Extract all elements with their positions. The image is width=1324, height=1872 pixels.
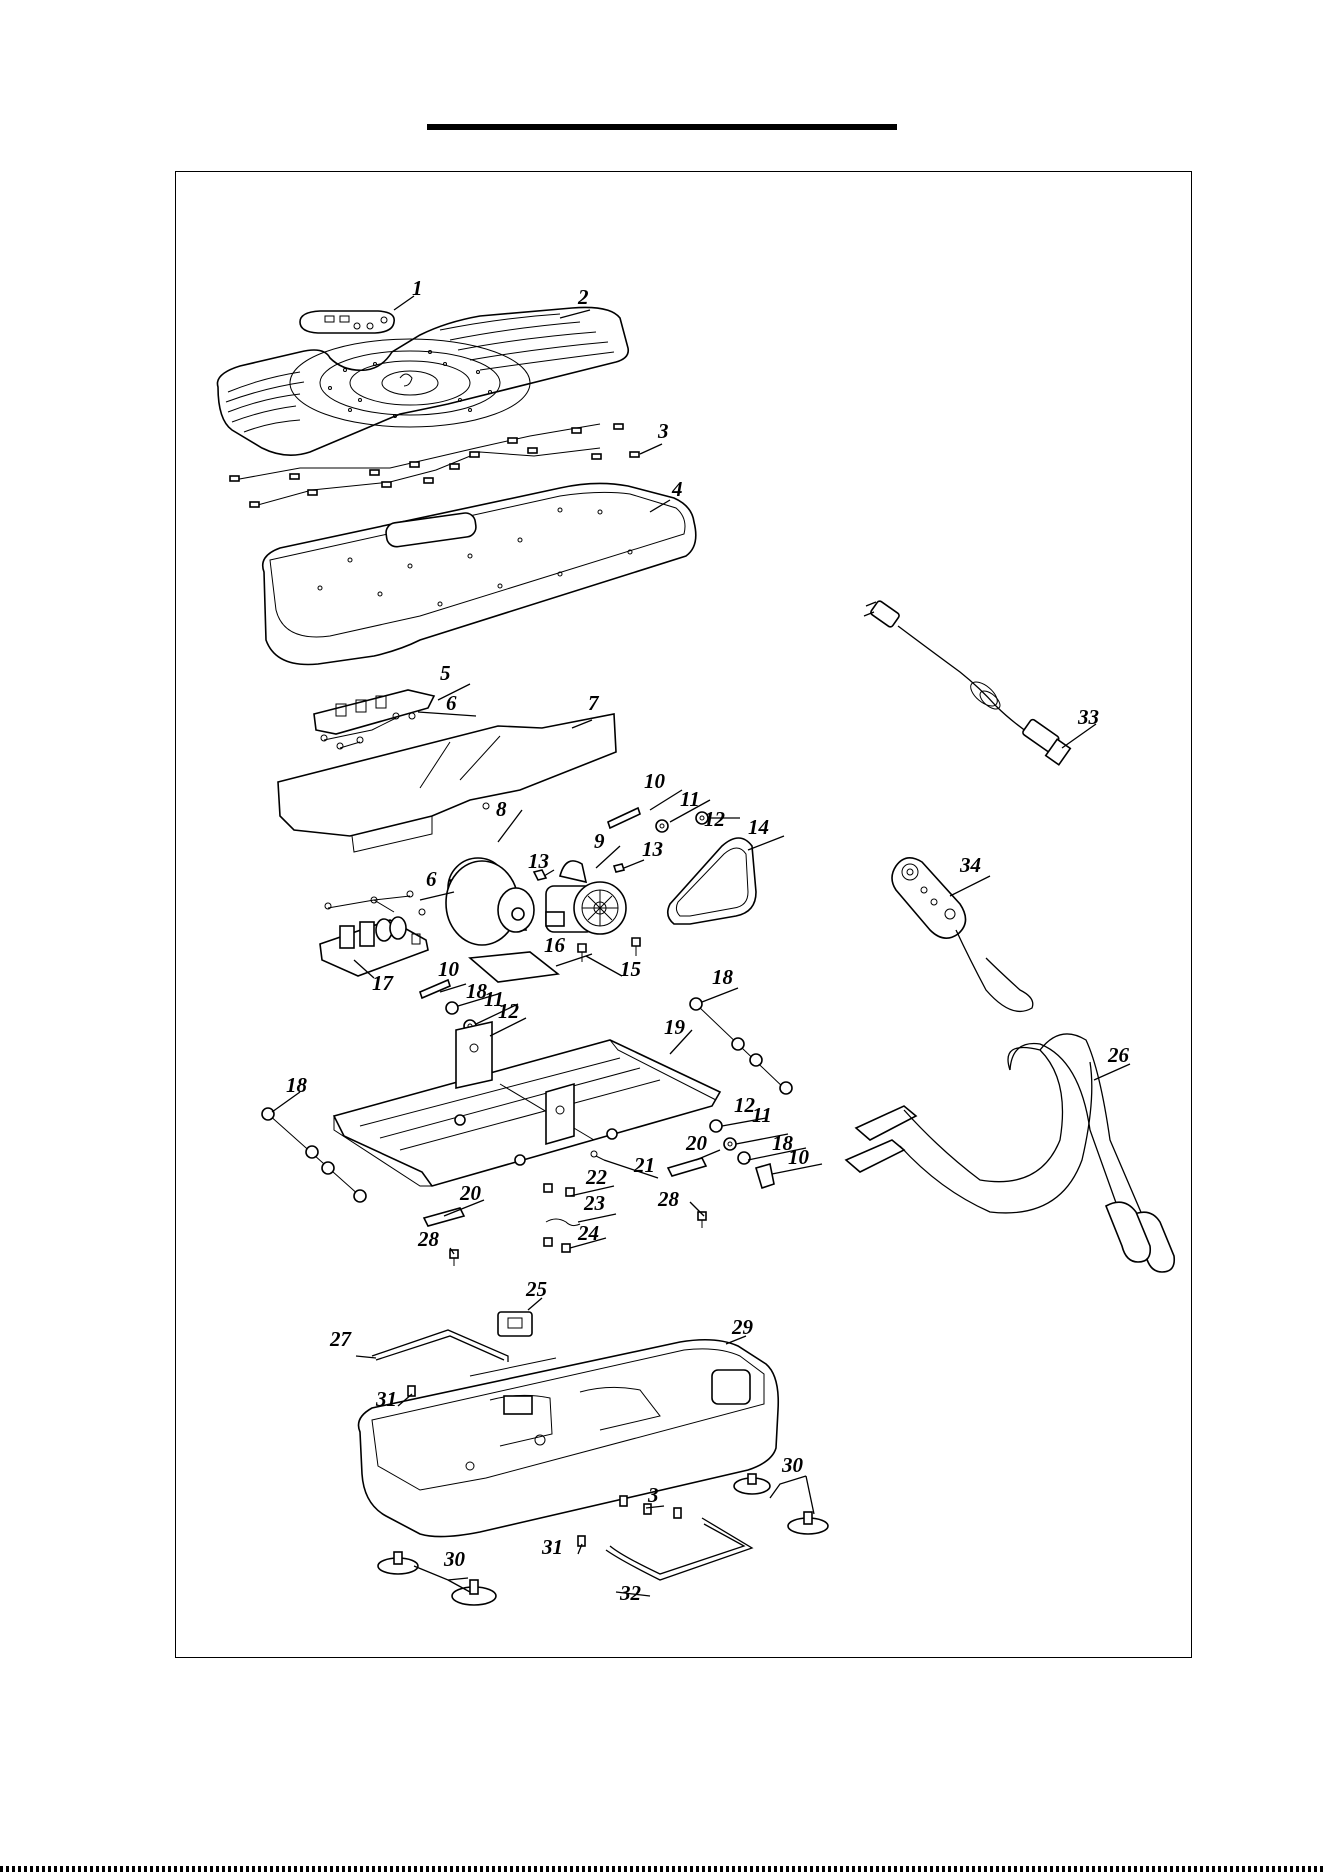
callout-14: 14 xyxy=(748,815,769,839)
callout-21: 21 xyxy=(633,1153,655,1177)
bushing-chain-right xyxy=(690,998,792,1094)
callout-33: 33 xyxy=(1077,705,1099,729)
callout-8: 8 xyxy=(496,797,507,821)
belt-part xyxy=(668,838,756,924)
bracket-part-right xyxy=(668,1158,706,1176)
remote-part xyxy=(892,858,1033,1012)
callout-22: 22 xyxy=(585,1165,608,1189)
callout-12: 12 xyxy=(498,999,520,1023)
callout-32: 32 xyxy=(619,1581,642,1605)
callout-10: 10 xyxy=(438,957,460,981)
callout-28: 28 xyxy=(657,1187,680,1211)
callout-23: 23 xyxy=(583,1191,605,1215)
callout-11: 11 xyxy=(680,787,700,811)
callout-3: 3 xyxy=(657,419,669,443)
callout-34: 34 xyxy=(959,853,981,877)
pulley-part xyxy=(546,861,626,934)
callout-5: 5 xyxy=(440,661,451,685)
power-cord-part xyxy=(864,600,1070,765)
callout-31: 31 xyxy=(541,1535,563,1559)
callout-26: 26 xyxy=(1107,1043,1130,1067)
bolt-washer-nut-right xyxy=(710,1120,774,1188)
frame-part xyxy=(334,1022,720,1186)
callout-20: 20 xyxy=(685,1131,708,1155)
pcb-part xyxy=(314,690,434,734)
base-plate-part xyxy=(278,714,616,852)
callout-30: 30 xyxy=(443,1547,466,1571)
callout-28: 28 xyxy=(417,1227,440,1251)
handle-rod-bottom xyxy=(606,1518,752,1580)
callout-6: 6 xyxy=(446,691,457,715)
handle-rod-top xyxy=(372,1330,508,1362)
callout-24: 24 xyxy=(577,1221,599,1245)
top-mat-part xyxy=(217,307,628,455)
callout-25: 25 xyxy=(525,1277,547,1301)
callout-7: 7 xyxy=(588,691,600,715)
callout-1: 1 xyxy=(412,276,423,300)
callout-3: 3 xyxy=(647,1483,659,1507)
callout-20: 20 xyxy=(459,1181,482,1205)
callout-18: 18 xyxy=(286,1073,308,1097)
callout-27: 27 xyxy=(329,1327,353,1351)
callout-9: 9 xyxy=(594,829,605,853)
callout-10: 10 xyxy=(788,1145,810,1169)
page-bottom-edge xyxy=(0,1866,1324,1872)
resistance-bands-part xyxy=(846,1034,1174,1272)
callout-13: 13 xyxy=(528,849,549,873)
base-housing-part xyxy=(359,1340,779,1537)
callout-31: 31 xyxy=(375,1387,397,1411)
callout-17: 17 xyxy=(372,971,395,995)
callout-30: 30 xyxy=(781,1453,804,1477)
callout-10: 10 xyxy=(644,769,666,793)
top-cover-part xyxy=(263,483,696,664)
callout-11: 11 xyxy=(752,1103,772,1127)
callout-19: 19 xyxy=(664,1015,686,1039)
foot-part-left xyxy=(378,1552,496,1605)
motor-part xyxy=(446,858,534,945)
callout-6: 6 xyxy=(426,867,437,891)
callout-18: 18 xyxy=(712,965,734,989)
foot-part-right xyxy=(734,1474,828,1534)
callout-4: 4 xyxy=(671,477,683,501)
bolt-washer-nut-top xyxy=(608,808,708,832)
callout-12: 12 xyxy=(704,807,726,831)
callout-29: 29 xyxy=(731,1315,754,1339)
callout-16: 16 xyxy=(544,933,566,957)
callout-15: 15 xyxy=(620,957,641,981)
small-screws-part-2 xyxy=(325,891,425,915)
switch-part xyxy=(498,1312,532,1336)
callout-2: 2 xyxy=(577,285,589,309)
callout-13: 13 xyxy=(642,837,663,861)
control-label-part xyxy=(300,311,394,333)
power-board-part xyxy=(320,917,428,976)
